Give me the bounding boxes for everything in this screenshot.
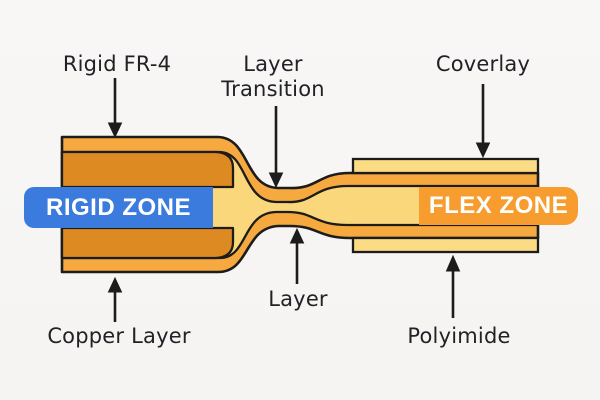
arrow-down-icon-layer-transition: [268, 106, 284, 189]
coverlay-top-strip: [351, 157, 540, 175]
arrow-up-icon-layer: [289, 227, 305, 284]
arrow-up-icon-copper-layer: [107, 276, 123, 322]
coverlay-label: Coverlay: [435, 52, 531, 76]
rigid-fr4-label: Rigid FR-4: [62, 52, 172, 76]
copper-layer-bottom: [60, 226, 235, 260]
arrow-up-icon-polyimide: [445, 254, 461, 318]
flex-zone-badge: FLEX ZONE: [419, 187, 578, 225]
callout-arrows: [107, 78, 491, 322]
layer-label: Layer: [268, 287, 328, 311]
layer-transition-label: Layer Transition: [221, 52, 325, 101]
arrow-down-icon-coverlay: [475, 84, 491, 159]
arrow-down-icon-rigid-fr4: [107, 78, 123, 139]
polyimide-label: Polyimide: [407, 324, 511, 348]
coverlay-bottom-strip: [351, 236, 540, 254]
copper-layer-top: [60, 150, 235, 189]
rigid-zone-badge: RIGID ZONE: [24, 187, 213, 228]
copper-layer-label: Copper Layer: [47, 324, 191, 348]
